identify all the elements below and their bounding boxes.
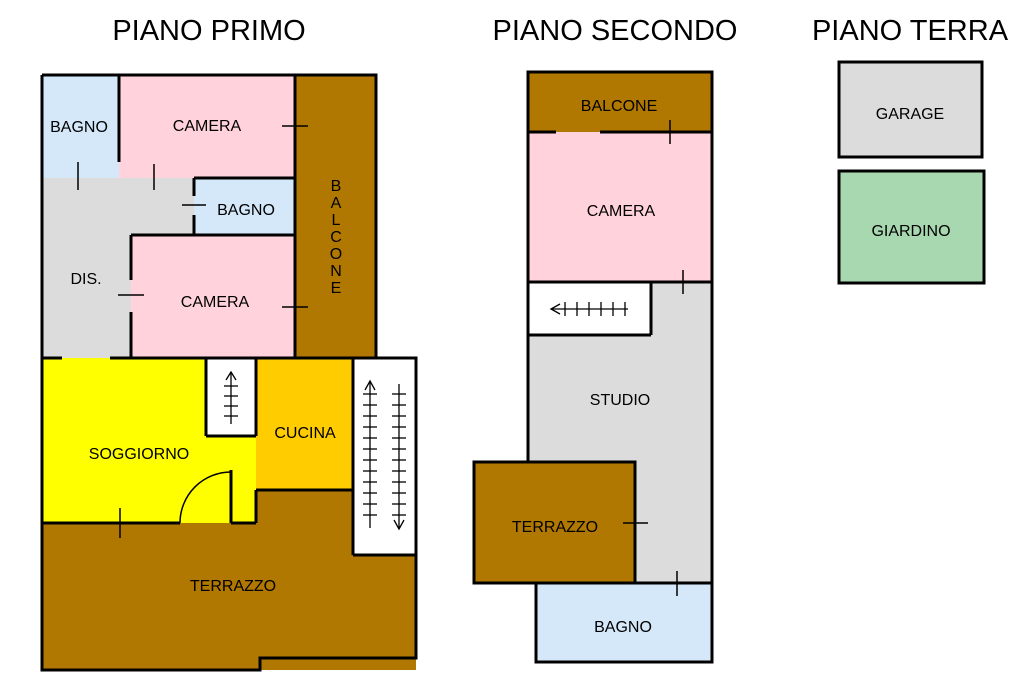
label-balcone-secondo: BALCONE (581, 98, 657, 115)
label-terrazzo-secondo: TERRAZZO (512, 519, 598, 536)
room-camera-1 (119, 75, 295, 178)
room-giardino (837, 169, 986, 285)
room-garage (837, 60, 984, 159)
label-balcone-letter: A (331, 195, 342, 212)
stairs-long-primo (353, 358, 416, 555)
piano-secondo-plan: BALCONE CAMERA STUDIO TERRAZZO BAGNO (472, 70, 714, 664)
label-garage: GARAGE (876, 106, 944, 123)
label-balcone-letter: O (330, 246, 342, 263)
room-balcone-secondo (528, 72, 712, 132)
room-camera-2 (131, 235, 295, 358)
room-bagno-1 (42, 75, 119, 178)
title-piano-secondo: PIANO SECONDO (493, 15, 738, 47)
title-piano-terra: PIANO TERRA (812, 15, 1009, 47)
label-cucina: CUCINA (274, 425, 336, 442)
piano-terra-plan: GARAGE GIARDINO (837, 60, 986, 285)
room-cucina (256, 358, 353, 490)
stair-arrow-secondo (549, 302, 628, 316)
label-dis: DIS. (70, 271, 101, 288)
label-bagno-1: BAGNO (50, 119, 108, 136)
piano-primo-plan: BAGNO CAMERA BAGNO DIS. CAMERA B A L C O… (40, 73, 418, 672)
room-bagno-secondo (536, 583, 712, 662)
label-balcone-letter: E (331, 280, 342, 297)
room-terrazzo-secondo (474, 462, 635, 583)
label-camera-1: CAMERA (173, 118, 242, 135)
label-bagno-secondo: BAGNO (594, 619, 652, 636)
label-balcone-letter: N (330, 263, 342, 280)
walls-primo (40, 73, 418, 672)
label-balcone-vertical: B A L C O N E (330, 178, 342, 297)
stair-arrow-small-primo (224, 370, 238, 424)
label-bagno-2: BAGNO (217, 202, 275, 219)
door-ticks-secondo (623, 120, 684, 596)
label-balcone-letter: C (330, 229, 342, 246)
label-soggiorno: SOGGIORNO (89, 446, 189, 463)
label-camera-secondo: CAMERA (587, 203, 656, 220)
room-bagno-2 (194, 178, 295, 235)
label-balcone-letter: L (332, 212, 341, 229)
room-balcone-primo (295, 75, 376, 358)
label-camera-2: CAMERA (181, 294, 250, 311)
door-ticks-primo (77, 125, 308, 538)
stair-arrows-long-primo (363, 379, 406, 531)
label-giardino: GIARDINO (871, 223, 950, 240)
title-piano-primo: PIANO PRIMO (112, 15, 305, 47)
label-terrazzo-primo: TERRAZZO (190, 578, 276, 595)
room-camera-secondo (528, 132, 712, 282)
label-studio: STUDIO (590, 392, 650, 409)
label-balcone-letter: B (331, 178, 342, 195)
